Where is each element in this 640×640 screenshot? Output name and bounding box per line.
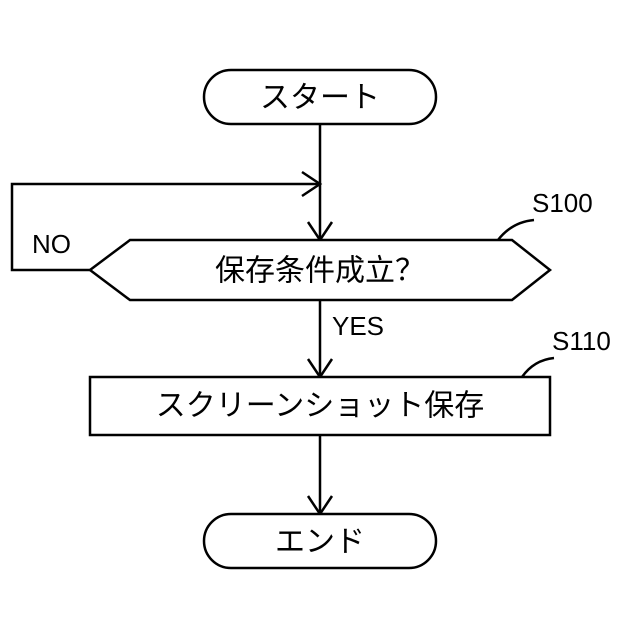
process-step-id-leader bbox=[522, 358, 554, 377]
start-terminator: スタート bbox=[204, 70, 436, 124]
decision-step-id: S100 bbox=[532, 188, 593, 218]
end-terminator: エンド bbox=[204, 514, 436, 568]
start-label: スタート bbox=[260, 81, 380, 116]
yes-branch-label: YES bbox=[332, 311, 384, 341]
decision-step-id-leader bbox=[498, 220, 534, 240]
decision-label: 保存条件成立？ bbox=[215, 254, 425, 289]
end-label: エンド bbox=[275, 525, 365, 560]
decision-node: 保存条件成立？ bbox=[90, 240, 550, 300]
process-label: スクリーンショット保存 bbox=[156, 389, 485, 424]
process-node: スクリーンショット保存 bbox=[90, 377, 550, 435]
process-step-id: S110 bbox=[552, 326, 611, 356]
no-branch-label: NO bbox=[32, 229, 71, 259]
